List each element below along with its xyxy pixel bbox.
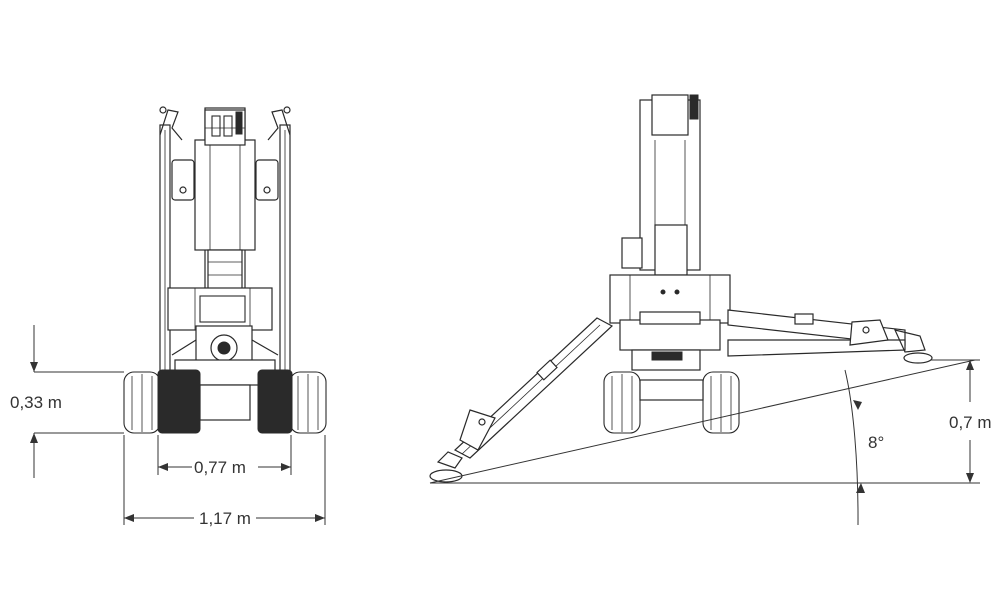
side-view-machine [429, 94, 933, 483]
slope-angle-label: 8° [868, 433, 884, 452]
right-track [257, 369, 327, 434]
right-top-hook [267, 109, 291, 141]
track-width-label: 0,77 m [194, 458, 246, 477]
left-track [123, 369, 201, 434]
right-outrigger-arm [727, 309, 933, 364]
side-right-track [702, 371, 740, 434]
front-height-label: 0,33 m [10, 393, 62, 412]
track-width-dimension: 0,77 m [157, 435, 292, 477]
front-view-machine [123, 106, 327, 434]
left-outrigger-arm [429, 317, 614, 483]
left-outrigger-pad [429, 469, 463, 483]
slope-angle-dimension: 8° [429, 359, 980, 526]
side-boom-head [651, 94, 689, 136]
outrigger-height-dimension: 0,7 m [930, 359, 992, 484]
right-outrigger-pad [903, 352, 933, 364]
overall-width-label: 1,17 m [199, 509, 251, 528]
outrigger-height-label: 0,7 m [949, 413, 992, 432]
side-left-track [603, 371, 641, 434]
boom-section [194, 139, 256, 251]
chassis-lower [199, 384, 251, 421]
front-height-dimension: 0,33 m [10, 325, 124, 478]
control-box [167, 287, 273, 331]
slope-line [429, 359, 976, 484]
overall-width-dimension: 1,17 m [123, 435, 326, 528]
left-top-hook [159, 109, 183, 141]
